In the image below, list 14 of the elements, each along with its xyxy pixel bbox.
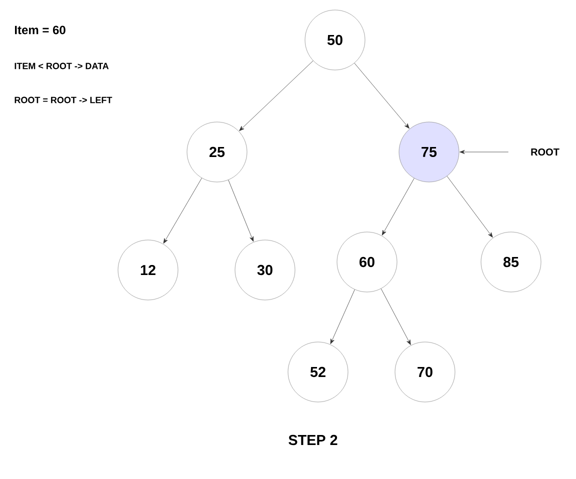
arrow: [446, 176, 493, 238]
arrow: [380, 288, 411, 345]
arrow: [228, 180, 254, 242]
arrow: [239, 60, 314, 132]
arrow: [382, 178, 414, 236]
caption: STEP 2: [288, 434, 338, 446]
arrow: [460, 150, 509, 154]
arrow: [163, 178, 202, 244]
arrow: [330, 289, 355, 344]
note-text: ROOT = ROOT -> LEFT: [14, 96, 112, 104]
note-text: Item = 60: [15, 26, 66, 34]
arrow: [354, 62, 410, 129]
note-text: ITEM < ROOT -> DATA: [14, 62, 109, 70]
pointer-label: ROOT: [531, 148, 560, 156]
